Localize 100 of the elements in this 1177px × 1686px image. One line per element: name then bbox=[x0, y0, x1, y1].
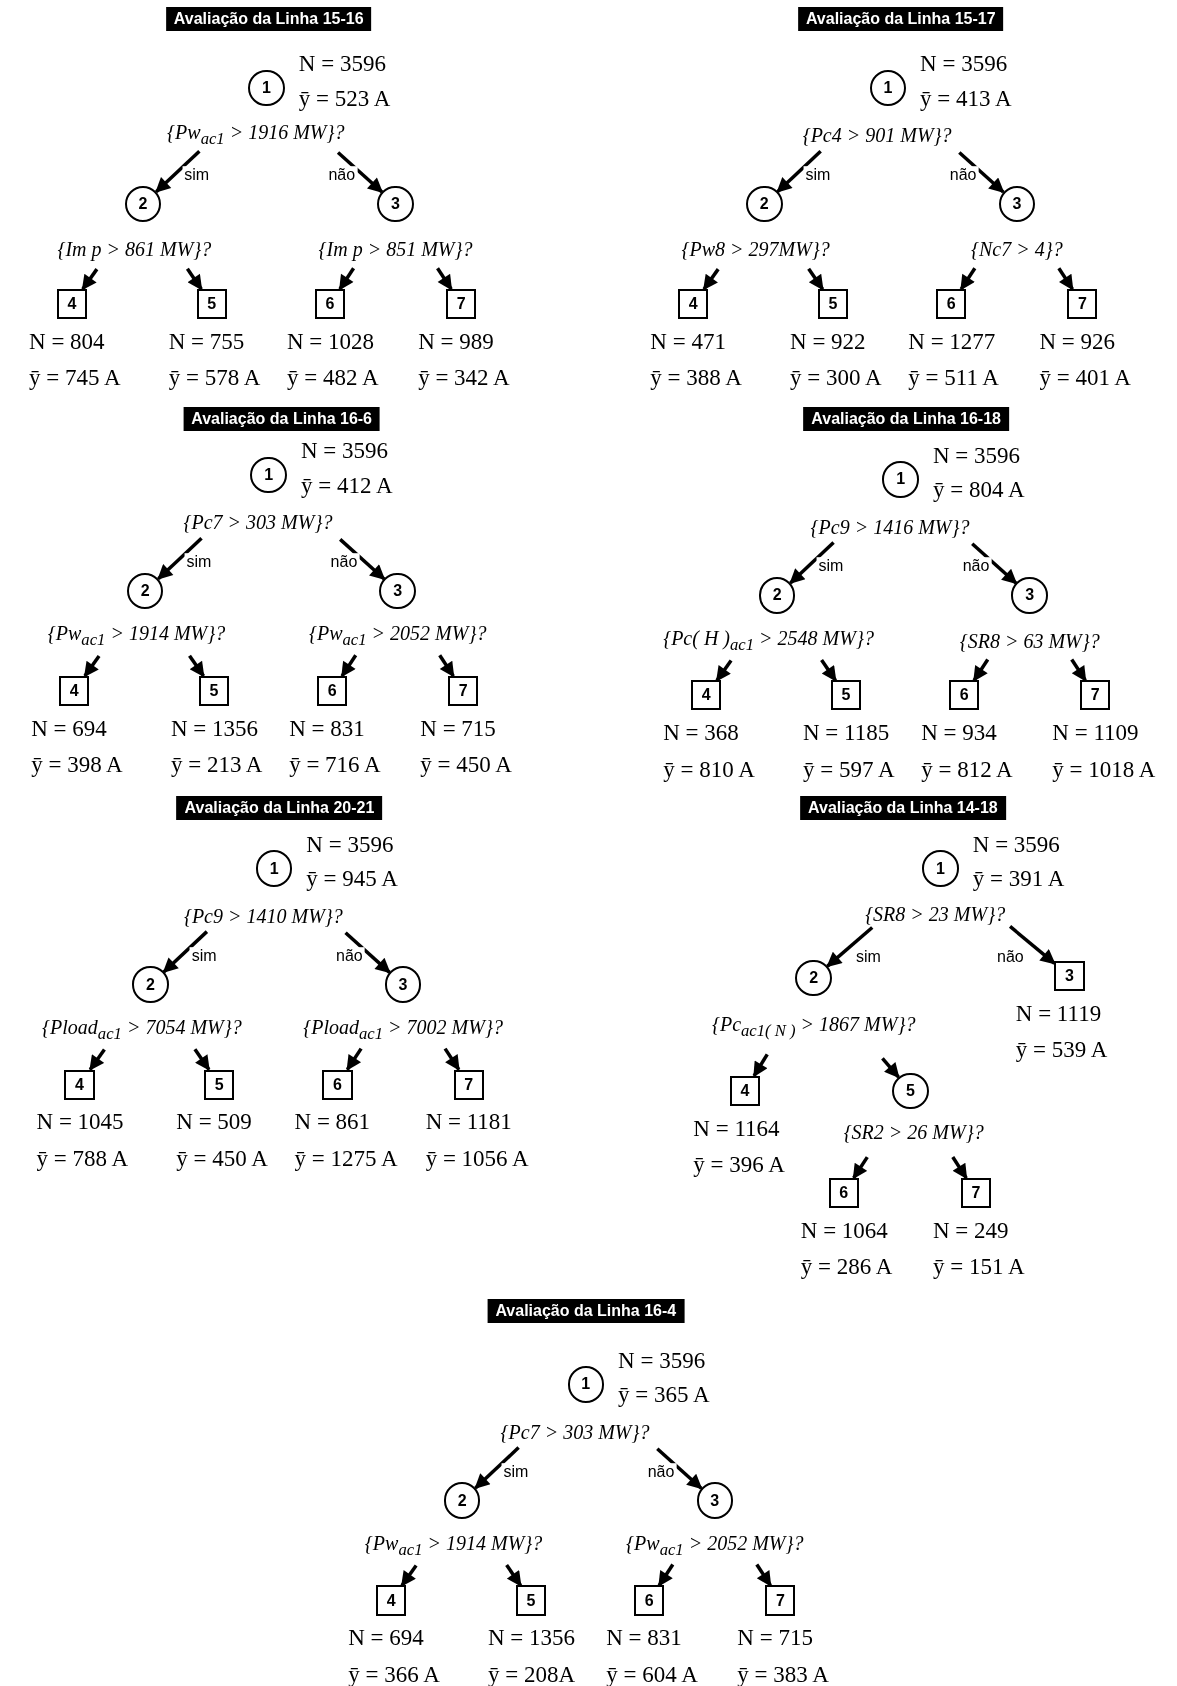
leaf-box: 7 bbox=[1067, 289, 1098, 320]
leaf-box: 7 bbox=[446, 289, 477, 320]
leaf-box: 7 bbox=[453, 1069, 484, 1100]
arrow bbox=[852, 1156, 869, 1180]
node-statistic: N = 831 bbox=[289, 716, 365, 742]
split-condition: {Im p > 861 MW}? bbox=[57, 238, 212, 261]
split-condition: {SR2 > 26 MW}? bbox=[843, 1120, 984, 1143]
node-statistic: N = 3596 bbox=[306, 832, 394, 858]
arrow bbox=[951, 1156, 968, 1180]
arrow bbox=[657, 1563, 675, 1587]
node-statistic: ȳ = 810 A bbox=[663, 756, 755, 783]
arrow bbox=[83, 655, 101, 678]
node-statistic: N = 926 bbox=[1039, 329, 1115, 355]
node-statistic: ȳ = 396 A bbox=[693, 1152, 785, 1178]
node-statistic: ȳ = 391 A bbox=[972, 866, 1065, 892]
node-statistic: ȳ = 450 A bbox=[176, 1146, 268, 1172]
node-statistic: ȳ = 945 A bbox=[306, 866, 398, 892]
split-condition: {Pw$_{ac1}$ > 1916 MW}? bbox=[167, 121, 345, 150]
decision-circle: 1 bbox=[250, 456, 287, 494]
title-band: Avaliação da Linha 16-4 bbox=[487, 1299, 685, 1324]
arrow bbox=[755, 1563, 772, 1587]
arrow bbox=[344, 931, 391, 974]
arrow bbox=[789, 541, 835, 585]
arrow bbox=[185, 267, 203, 291]
node-statistic: N = 1277 bbox=[908, 329, 996, 355]
node-statistic: N = 1119 bbox=[1015, 1000, 1102, 1027]
decision-circle: 2 bbox=[124, 185, 162, 223]
node-statistic: N = 831 bbox=[606, 1625, 682, 1651]
decision-circle: 1 bbox=[255, 850, 293, 887]
split-condition: {Pw$_{ac1}$ > 1914 MW}? bbox=[364, 1532, 543, 1560]
decision-circle: 1 bbox=[248, 69, 285, 107]
leaf-box: 5 bbox=[830, 680, 861, 711]
node-statistic: N = 934 bbox=[921, 720, 997, 746]
node-statistic: ȳ = 398 A bbox=[31, 752, 123, 778]
decision-circle: 2 bbox=[795, 959, 832, 997]
arrow bbox=[972, 658, 990, 682]
split-condition: {Im p > 851 MW}? bbox=[318, 238, 473, 261]
node-statistic: ȳ = 511 A bbox=[908, 365, 999, 391]
leaf-box: 4 bbox=[56, 289, 88, 320]
leaf-box: 4 bbox=[729, 1075, 760, 1107]
split-condition: {Pc7 > 303 MW}? bbox=[500, 1420, 650, 1443]
leaf-box: 6 bbox=[949, 680, 980, 711]
node-statistic: ȳ = 450 A bbox=[420, 752, 512, 778]
arrow bbox=[339, 538, 386, 581]
node-statistic: N = 1064 bbox=[800, 1218, 888, 1244]
arrow bbox=[400, 1564, 418, 1587]
node-statistic: N = 1181 bbox=[425, 1109, 512, 1135]
node-statistic: ȳ = 300 A bbox=[790, 365, 882, 391]
node-statistic: ȳ = 388 A bbox=[650, 365, 742, 391]
leaf-box: 6 bbox=[314, 289, 346, 320]
node-statistic: ȳ = 286 A bbox=[800, 1254, 893, 1280]
arrow bbox=[959, 267, 977, 291]
node-statistic: N = 368 bbox=[663, 720, 739, 746]
leaf-box: 5 bbox=[196, 289, 227, 320]
split-condition: {Pc4 > 901 MW}? bbox=[802, 124, 952, 147]
arrow bbox=[443, 1047, 461, 1071]
decision-circle: 2 bbox=[132, 966, 169, 1003]
split-condition: {Pc9 > 1410 MW}? bbox=[183, 904, 343, 927]
node-statistic: N = 3596 bbox=[972, 832, 1060, 858]
split-condition: {SR8 > 23 MW}? bbox=[865, 902, 1006, 925]
node-statistic: N = 1109 bbox=[1052, 720, 1139, 746]
leaf-box: 6 bbox=[828, 1178, 859, 1209]
leaf-box: 5 bbox=[198, 676, 229, 707]
arrow bbox=[1008, 925, 1056, 965]
decision-circle: 5 bbox=[892, 1072, 929, 1110]
arrow bbox=[971, 542, 1018, 585]
arrow bbox=[188, 654, 205, 678]
decision-circle: 3 bbox=[1011, 577, 1048, 614]
decision-circle: 1 bbox=[882, 461, 919, 498]
decision-circle: 1 bbox=[567, 1366, 605, 1403]
decision-circle: 2 bbox=[758, 577, 796, 614]
node-statistic: N = 1356 bbox=[170, 716, 258, 742]
leaf-box: 7 bbox=[960, 1178, 992, 1209]
split-condition: {Pc9 > 1416 MW}? bbox=[810, 515, 970, 538]
leaf-box: 4 bbox=[64, 1069, 95, 1100]
arrow bbox=[193, 1048, 211, 1071]
arrow bbox=[1057, 267, 1074, 291]
split-condition: {Pw$_{ac1}$ > 2052 MW}? bbox=[309, 622, 487, 650]
node-statistic: ȳ = 1056 A bbox=[425, 1146, 529, 1172]
node-statistic: N = 861 bbox=[294, 1109, 371, 1135]
split-condition: {SR8 > 63 MW}? bbox=[959, 629, 1100, 652]
node-statistic: ȳ = 1275 A bbox=[294, 1146, 398, 1172]
node-statistic: N = 3596 bbox=[300, 438, 389, 465]
arrow bbox=[807, 267, 825, 291]
node-statistic: ȳ = 151 A bbox=[933, 1254, 1025, 1280]
arrow bbox=[157, 536, 203, 580]
node-statistic: N = 755 bbox=[168, 329, 245, 355]
node-statistic: ȳ = 365 A bbox=[618, 1382, 710, 1408]
node-statistic: N = 694 bbox=[348, 1625, 424, 1651]
leaf-box: 6 bbox=[317, 676, 348, 707]
arrow bbox=[436, 267, 453, 291]
leaf-box: 4 bbox=[59, 676, 90, 707]
node-statistic: N = 922 bbox=[790, 329, 866, 355]
arrow bbox=[820, 659, 838, 682]
arrow bbox=[881, 1057, 900, 1079]
node-statistic: N = 694 bbox=[31, 716, 107, 742]
title-band: Avaliação da Linha 16-6 bbox=[183, 407, 380, 432]
decision-circle: 2 bbox=[126, 572, 164, 610]
node-statistic: N = 1045 bbox=[36, 1109, 124, 1135]
node-statistic: ȳ = 804 A bbox=[933, 477, 1025, 503]
